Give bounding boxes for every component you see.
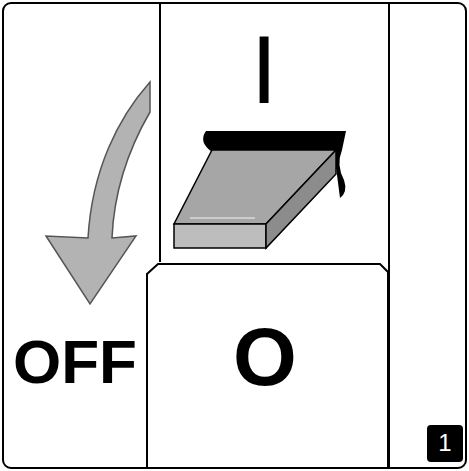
rocker-front	[174, 224, 266, 248]
on-symbol: I	[251, 22, 278, 118]
rocker-side	[266, 150, 336, 248]
callout-number: 1	[438, 431, 451, 455]
off-label: OFF	[13, 331, 137, 393]
off-arrow	[46, 82, 150, 304]
callout-number-box: 1	[427, 425, 463, 462]
panel-edge	[159, 4, 161, 262]
rocker-highlight	[190, 217, 255, 219]
off-symbol: O	[233, 316, 297, 398]
frame	[3, 3, 466, 468]
lower-housing	[147, 264, 388, 467]
